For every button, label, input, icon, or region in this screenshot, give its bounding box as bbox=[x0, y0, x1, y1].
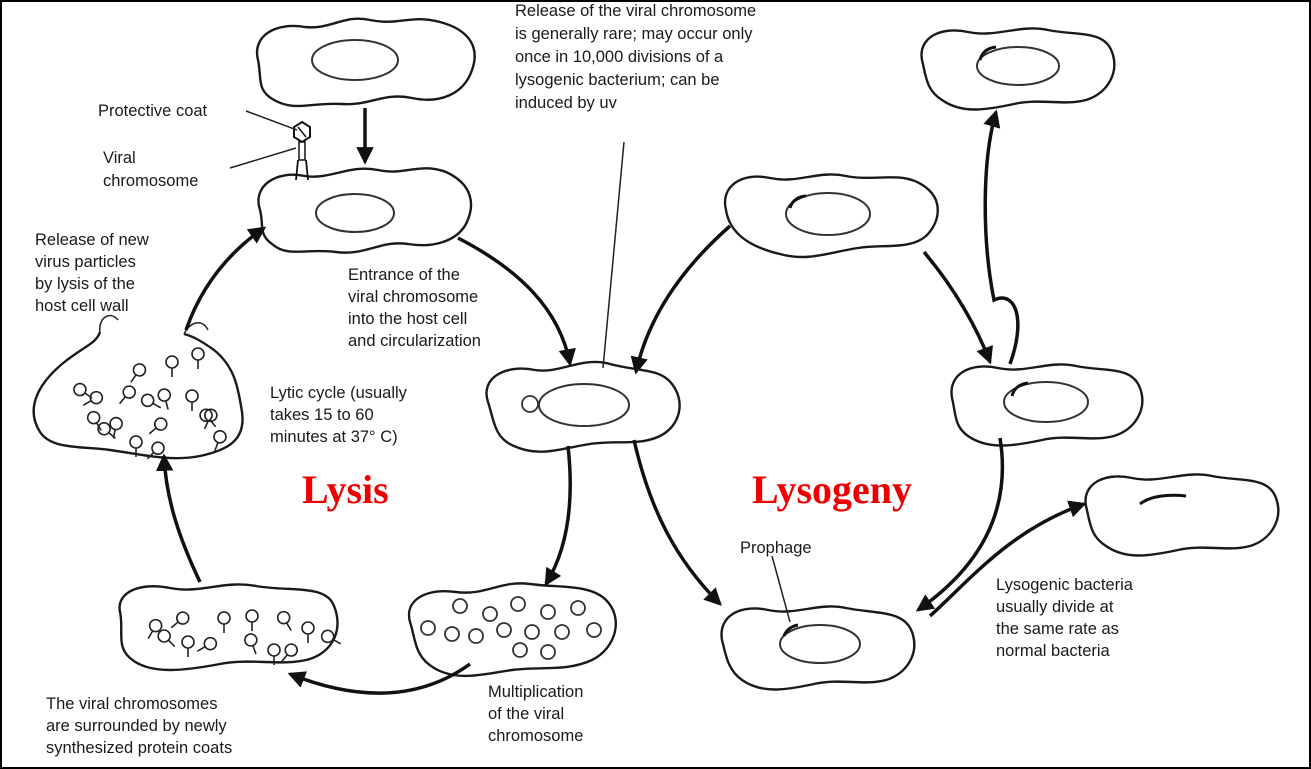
label-prophage: Prophage bbox=[740, 539, 812, 557]
release-new-virus-line-1: Release of new bbox=[35, 231, 149, 249]
attaching-phage bbox=[294, 122, 310, 180]
entrance-line-1: Entrance of the bbox=[348, 266, 460, 284]
multiplication-line-3: chromosome bbox=[488, 727, 583, 745]
lysogen-cell-top-right bbox=[922, 28, 1115, 109]
host-cell-top bbox=[257, 19, 475, 106]
label-release-new-virus: Release of new virus particles by lysis … bbox=[35, 231, 153, 315]
entrance-line-4: and circularization bbox=[348, 332, 481, 350]
cell-viral-multiplication bbox=[409, 583, 616, 676]
multiplication-line-2: of the viral bbox=[488, 705, 564, 723]
cell-protein-coats bbox=[120, 584, 338, 670]
label-entrance: Entrance of the viral chromosome into th… bbox=[348, 266, 483, 350]
label-viral-chromosome: Viral chromosome bbox=[103, 149, 198, 190]
host-cell-circularized bbox=[486, 362, 679, 452]
label-lysogenic-bacteria: Lysogenic bacteria usually divide at the… bbox=[996, 576, 1138, 660]
infected-cell bbox=[258, 168, 471, 252]
release-new-virus-line-4: host cell wall bbox=[35, 297, 129, 315]
title-lysis: Lysis bbox=[302, 467, 389, 512]
lysogenic-line-2: usually divide at bbox=[996, 598, 1114, 616]
entrance-line-3: into the host cell bbox=[348, 310, 467, 328]
release-viral-line-3: once in 10,000 divisions of a bbox=[515, 48, 724, 66]
lytic-cycle-line-2: takes 15 to 60 bbox=[270, 406, 374, 424]
release-viral-line-2: is generally rare; may occur only bbox=[515, 25, 753, 43]
surrounded-line-1: The viral chromosomes bbox=[46, 695, 217, 713]
surrounded-line-2: are surrounded by newly bbox=[46, 717, 227, 735]
lysogen-cell-left bbox=[725, 174, 938, 257]
label-surrounded: The viral chromosomes are surrounded by … bbox=[46, 695, 232, 757]
release-new-virus-line-2: virus particles bbox=[35, 253, 136, 271]
surrounded-line-3: synthesized protein coats bbox=[46, 739, 232, 757]
lytic-cycle-line-3: minutes at 37° C) bbox=[270, 428, 398, 446]
label-release-viral-chromosome: Release of the viral chromosome is gener… bbox=[515, 2, 761, 112]
lysogen-cell-far-right bbox=[1086, 474, 1279, 555]
release-viral-line-4: lysogenic bacterium; can be bbox=[515, 71, 720, 89]
release-new-virus-line-3: by lysis of the bbox=[35, 275, 135, 293]
viral-chromosome-line-2: chromosome bbox=[103, 172, 198, 190]
label-multiplication: Multiplication of the viral chromosome bbox=[488, 683, 588, 745]
release-viral-line-5: induced by uv bbox=[515, 94, 618, 112]
entrance-line-2: viral chromosome bbox=[348, 288, 478, 306]
lytic-cycle-line-1: Lytic cycle (usually bbox=[270, 384, 408, 402]
title-lysogeny: Lysogeny bbox=[752, 467, 912, 512]
lysogen-cell-mid-right bbox=[952, 364, 1143, 445]
release-viral-line-1: Release of the viral chromosome bbox=[515, 2, 756, 20]
label-lytic-cycle: Lytic cycle (usually takes 15 to 60 minu… bbox=[270, 384, 412, 446]
multiplication-line-1: Multiplication bbox=[488, 683, 583, 701]
viral-chromosome-line-1: Viral bbox=[103, 149, 136, 167]
lysogenic-line-1: Lysogenic bacteria bbox=[996, 576, 1134, 594]
lysogenic-line-3: the same rate as bbox=[996, 620, 1119, 638]
label-protective-coat: Protective coat bbox=[98, 102, 208, 120]
lysogenic-line-4: normal bacteria bbox=[996, 642, 1111, 660]
lysogen-cell-bottom bbox=[722, 606, 915, 689]
